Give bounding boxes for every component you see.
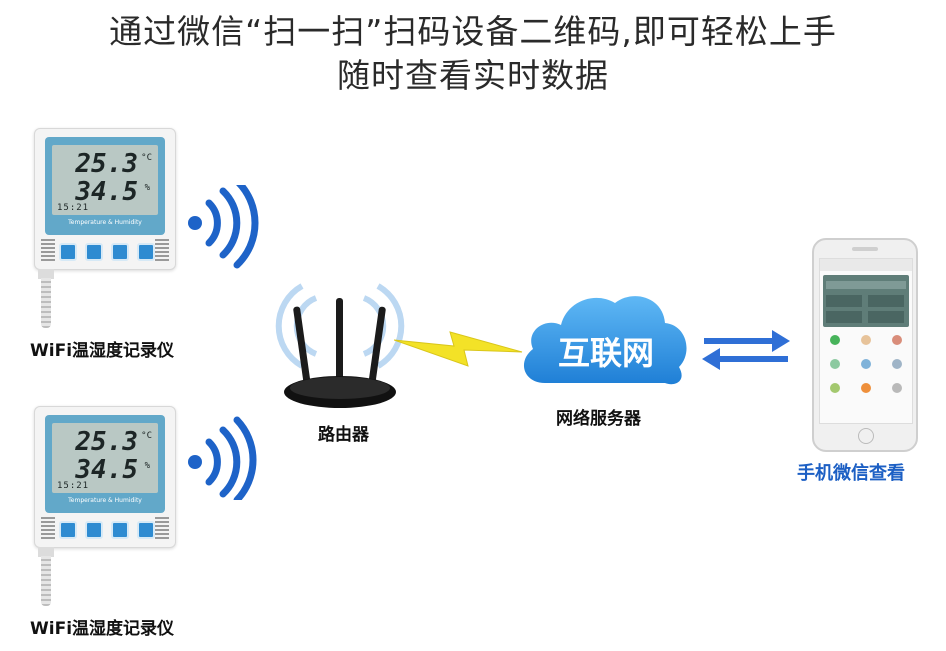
- screen-panel-cell: [826, 311, 862, 323]
- wifi-logger-device-2: 25.3 °C 34.5 % 15:21 Temperature & Humid…: [34, 406, 176, 548]
- menu-icon: [861, 335, 871, 345]
- device-lcd-display: 25.3 °C 34.5 % 15:21: [52, 423, 158, 493]
- device-lcd-display: 25.3 °C 34.5 % 15:21: [52, 145, 158, 215]
- menu-icon: [861, 359, 871, 369]
- device-button: [85, 243, 103, 261]
- router-icon: [275, 283, 405, 408]
- menu-icon: [892, 359, 902, 369]
- menu-icon: [892, 335, 902, 345]
- sensor-probe: [41, 556, 51, 606]
- probe-connector: [38, 547, 54, 557]
- clock-reading: 15:21: [57, 203, 90, 213]
- menu-icon: [892, 383, 902, 393]
- device-button: [85, 521, 103, 539]
- clock-reading: 15:21: [57, 481, 90, 491]
- vent-right: [155, 239, 169, 261]
- vent-left: [41, 517, 55, 539]
- device-button: [59, 243, 77, 261]
- device-button: [111, 243, 129, 261]
- cloud-icon: [523, 296, 687, 385]
- wifi-signal-icon: [188, 185, 259, 269]
- menu-icon: [830, 359, 840, 369]
- device-button: [111, 521, 129, 539]
- device-subtitle: Temperature & Humidity: [68, 497, 142, 504]
- wifi-signal-icon: [188, 416, 257, 500]
- device-button: [137, 243, 155, 261]
- phone-label: 手机微信查看: [797, 463, 905, 484]
- device-lcd-panel: 25.3 °C 34.5 % 15:21 Temperature & Humid…: [45, 137, 165, 235]
- device-button: [59, 521, 77, 539]
- temperature-unit: °C: [141, 431, 152, 441]
- humidity-unit: %: [144, 183, 150, 193]
- screen-status-bar: [820, 259, 912, 271]
- probe-connector: [38, 269, 54, 279]
- temperature-unit: °C: [141, 153, 152, 163]
- humidity-reading: 34.5: [75, 455, 138, 485]
- device-button: [137, 521, 155, 539]
- device-button-row: [45, 519, 165, 539]
- headline-line-1: 通过微信“扫一扫”扫码设备二维码,即可轻松上手: [109, 12, 837, 51]
- cloud-text: 互联网: [557, 334, 654, 372]
- device-subtitle: Temperature & Humidity: [68, 219, 142, 226]
- server-label: 网络服务器: [556, 409, 641, 429]
- router-label: 路由器: [318, 425, 369, 445]
- phone-speaker: [852, 247, 878, 251]
- exchange-arrows-icon: [702, 330, 790, 370]
- headline-line-2: 随时查看实时数据: [337, 56, 609, 95]
- menu-icon: [830, 335, 840, 345]
- device-2-label: WiFi温湿度记录仪: [30, 619, 175, 639]
- device-button-row: [45, 241, 165, 261]
- temperature-reading: 25.3: [75, 149, 138, 179]
- lightning-bolt-icon: [394, 331, 523, 367]
- menu-icon: [861, 383, 871, 393]
- wifi-logger-device-1: 25.3 °C 34.5 % 15:21 Temperature & Humid…: [34, 128, 176, 270]
- sensor-probe: [41, 278, 51, 328]
- humidity-unit: %: [144, 461, 150, 471]
- phone-home-button: [858, 428, 874, 444]
- menu-icon: [830, 383, 840, 393]
- vent-left: [41, 239, 55, 261]
- humidity-reading: 34.5: [75, 177, 138, 207]
- vent-right: [155, 517, 169, 539]
- phone-screen: [819, 258, 913, 424]
- smartphone: [812, 238, 918, 452]
- screen-panel-row: [826, 281, 906, 289]
- screen-panel-cell: [868, 295, 904, 307]
- screen-panel-cell: [826, 295, 862, 307]
- device-1-label: WiFi温湿度记录仪: [30, 341, 175, 361]
- screen-panel-cell: [868, 311, 904, 323]
- temperature-reading: 25.3: [75, 427, 138, 457]
- device-lcd-panel: 25.3 °C 34.5 % 15:21 Temperature & Humid…: [45, 415, 165, 513]
